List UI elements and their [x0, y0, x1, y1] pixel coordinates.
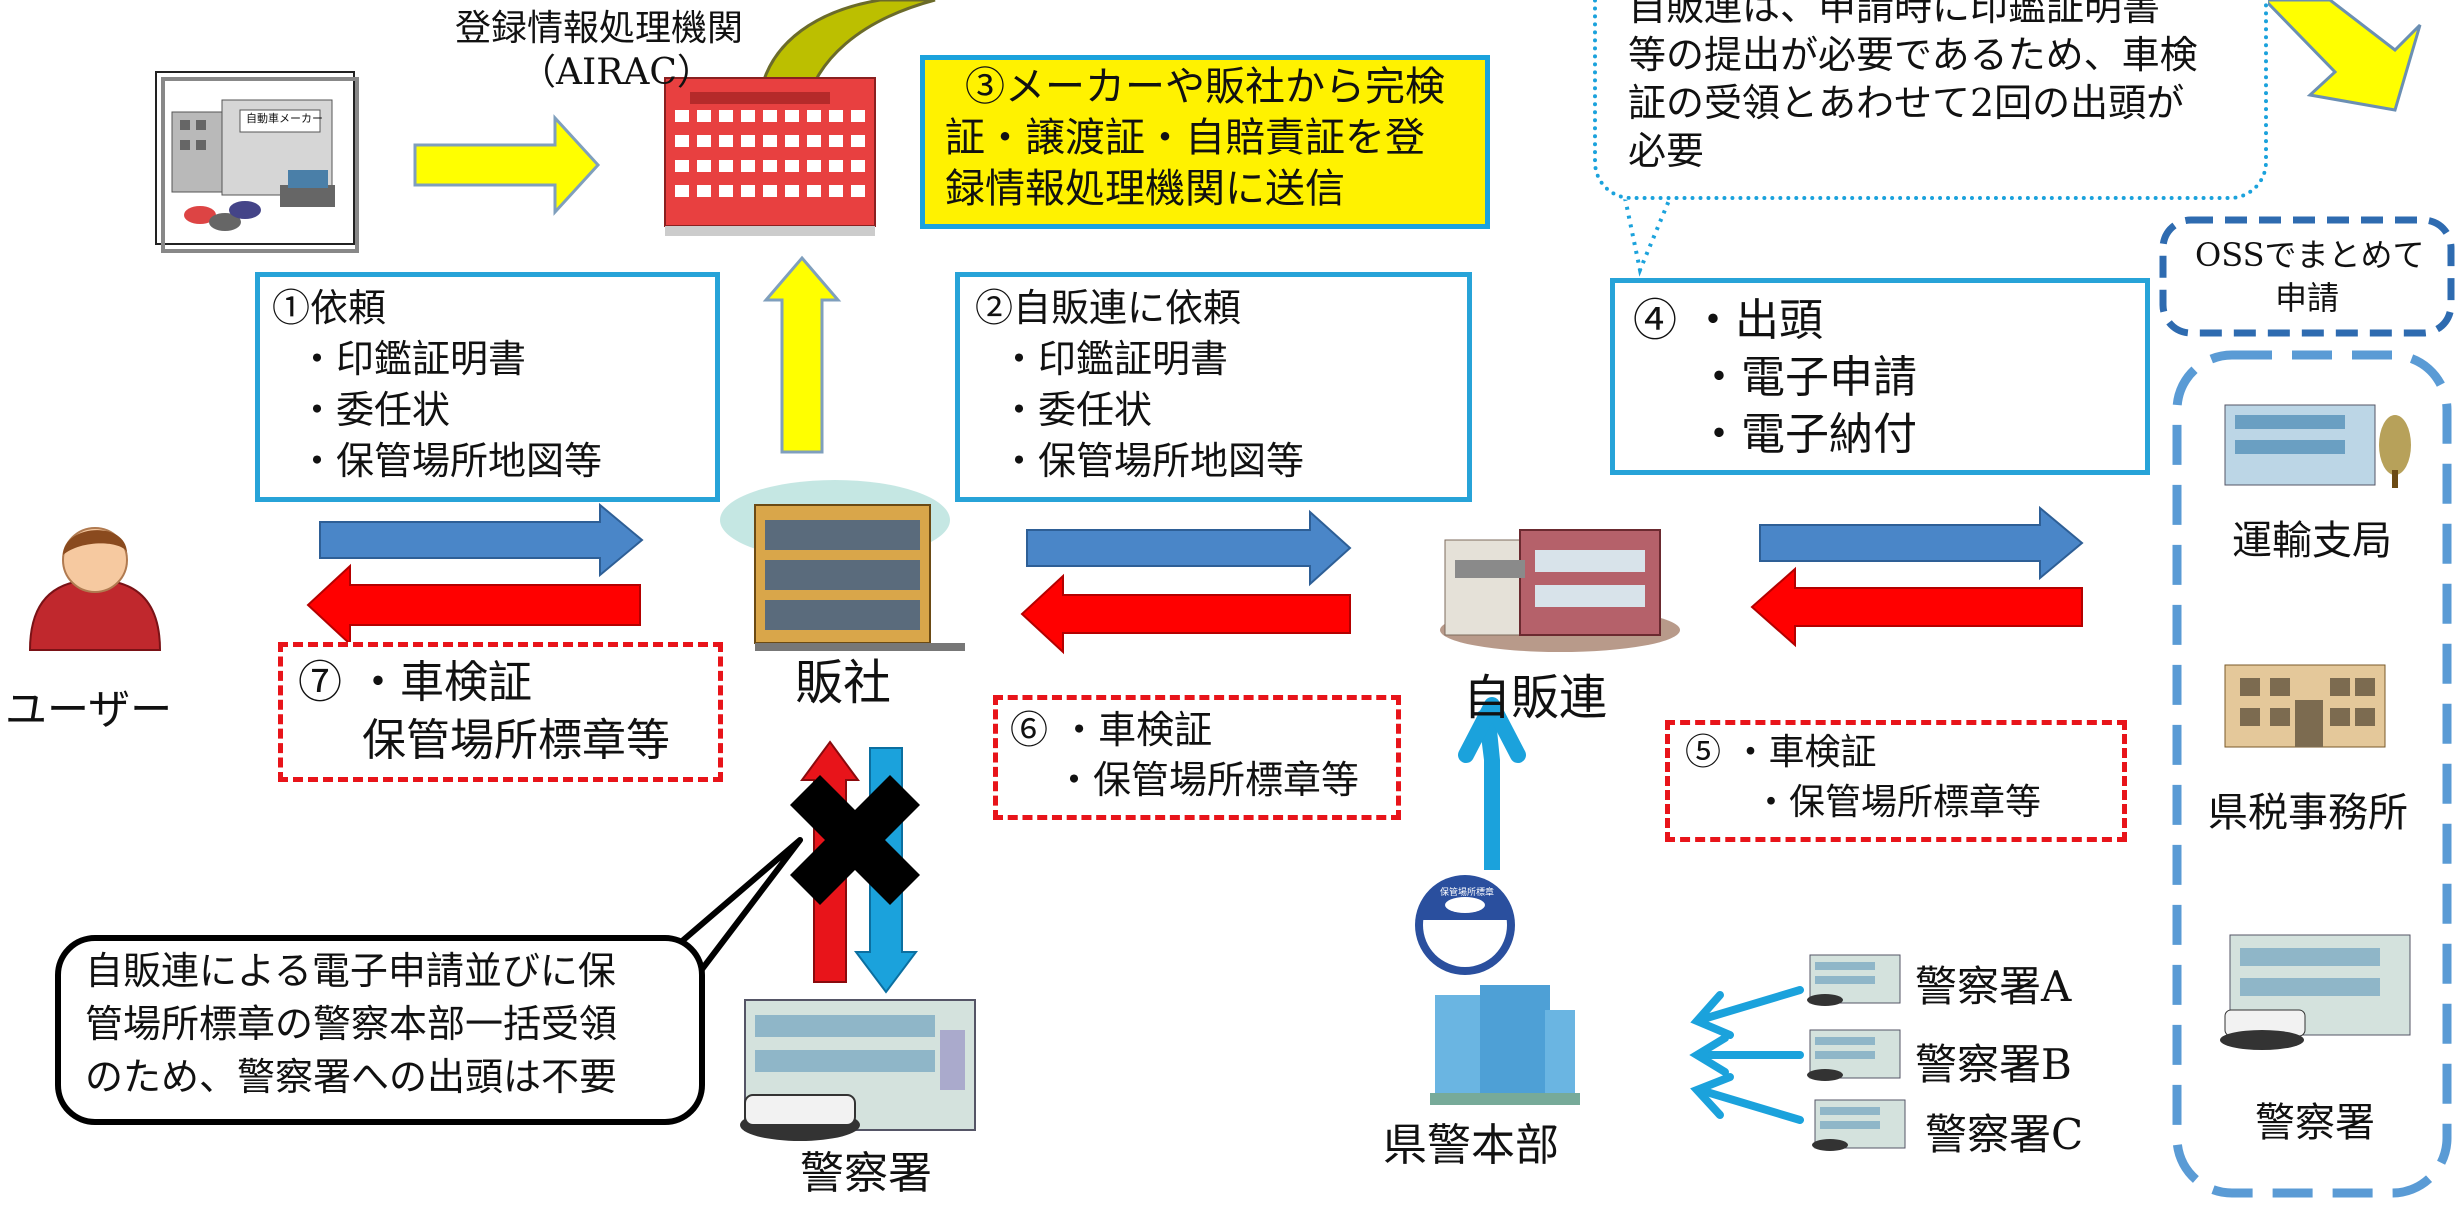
station-c-image	[1812, 1099, 1906, 1151]
step5-line2: ・保管場所標章等	[1753, 782, 2042, 823]
step6-box	[993, 695, 1401, 820]
top-callout-line3: 証の受領とあわせて2回の出頭が	[1628, 81, 2185, 125]
police-station-label: 警察署	[800, 1148, 932, 1199]
step6-line1: ⑥ ・車検証	[1010, 708, 1213, 752]
cyan-arrow-head-to-jada	[1458, 697, 1526, 763]
step3-line1: ③メーカーや販社から完検	[965, 64, 1445, 110]
step1-line3: ・委任状	[298, 388, 451, 432]
station-b-label: 警察署B	[1915, 1040, 2072, 1089]
yellow-arrow-dealer-to-airac	[762, 255, 842, 454]
police-hq-building-image	[1430, 985, 1580, 1105]
cyan-arrows-stations-to-hq	[1689, 986, 1804, 1124]
step4-box	[1610, 278, 2150, 475]
user-label: ユーザー	[5, 685, 173, 734]
jada-building-image	[1440, 529, 1680, 652]
step1-line2: ・印鑑証明書	[298, 337, 527, 381]
bottom-callout-line1: 自販連による電子申請並びに保	[85, 949, 616, 993]
sticker-title: 保管場所標章	[1440, 888, 1495, 898]
red-arrow-jada-to-dealer	[1020, 573, 1351, 655]
station-a-label: 警察署A	[1915, 962, 2072, 1011]
dealer-label: 販社	[795, 655, 892, 711]
dealer-building-image	[720, 480, 965, 651]
airac-label-line1: 登録情報処理機関	[455, 8, 744, 49]
step6-line2: ・保管場所標章等	[1055, 758, 1360, 802]
right-police-station-image	[2220, 934, 2411, 1050]
blue-arrow-jada-to-oss	[1759, 505, 2084, 581]
bottom-callout-line2: 管場所標章の警察本部一括受領	[85, 1002, 618, 1046]
jada-label: 自販連	[1463, 670, 1608, 726]
step5-line1: ⑤ ・車検証	[1685, 732, 1877, 773]
tax-office-image	[2224, 664, 2386, 748]
step1-line1: ①依頼	[272, 286, 387, 330]
step4-line3: ・電子納付	[1697, 409, 1917, 460]
blue-arrow-dealer-to-jada	[1026, 509, 1352, 587]
bottom-callout-line3: のため、警察署への出頭は不要	[85, 1055, 618, 1099]
top-callout-line2: 等の提出が必要であるため、車検	[1628, 33, 2198, 77]
parking-sticker-image	[1415, 875, 1515, 975]
station-c-label: 警察署C	[1925, 1110, 2084, 1159]
step4-line2: ・電子申請	[1697, 352, 1917, 403]
police-hq-label: 県警本部	[1383, 1120, 1559, 1171]
right-police-label: 警察署	[2255, 1100, 2375, 1146]
red-arrow-dealer-to-user	[306, 563, 641, 647]
step3-box	[920, 55, 1490, 229]
step2-line2: ・印鑑証明書	[1000, 337, 1229, 381]
bottom-callout	[55, 935, 705, 1125]
red-arrow-oss-to-jada	[1750, 566, 2083, 648]
step2-line4: ・保管場所地図等	[1000, 439, 1305, 483]
step4-line1: ④ ・出頭	[1633, 295, 1823, 346]
prohibited-x-mark	[790, 775, 920, 905]
top-callout-tail	[1623, 197, 1672, 277]
top-callout-line4: 必要	[1628, 129, 1705, 173]
step1-box	[255, 272, 720, 502]
yellow-corner-arrow	[2262, 0, 2422, 112]
transport-bureau-image	[2224, 404, 2411, 488]
step2-line1: ②自販連に依頼	[975, 286, 1242, 330]
step3-line2: 証・譲渡証・自賠責証を登	[945, 115, 1425, 161]
maker-factory-image	[155, 71, 359, 253]
cyan-arrow-up-hq-to-jada	[1478, 700, 1500, 870]
yellow-arrow-maker-to-airac	[413, 114, 601, 216]
step7-box	[278, 642, 723, 782]
oss-header-frame	[2159, 216, 2455, 337]
top-callout-line1: 自販連は、申請時に印鑑証明書	[1628, 0, 2161, 29]
blue-arrow-user-to-dealer	[319, 502, 644, 578]
step7-line2: 保管場所標章等	[362, 715, 670, 766]
maker-sign-label: 自動車メーカー	[246, 112, 323, 125]
tax-office-label: 県税事務所	[2208, 790, 2408, 836]
step3-line3: 録情報処理機関に送信	[945, 166, 1345, 212]
station-b-image	[1807, 1029, 1901, 1081]
step7-line1: ⑦ ・車検証	[298, 657, 532, 708]
step2-box	[955, 272, 1472, 502]
oss-label-line2: 申請	[2275, 279, 2340, 317]
oss-label-line1: OSSでまとめて	[2195, 236, 2425, 274]
top-callout	[1593, 0, 2268, 200]
airac-building-image	[664, 77, 876, 236]
step1-line4: ・保管場所地図等	[298, 439, 603, 483]
station-a-image	[1807, 954, 1901, 1006]
airac-windows	[675, 110, 865, 197]
user-figure	[28, 527, 162, 651]
transport-bureau-label: 運輸支局	[2232, 518, 2392, 564]
police-station-image	[740, 999, 976, 1141]
step2-line3: ・委任状	[1000, 388, 1153, 432]
airac-label-line2: （AIRAC）	[520, 52, 713, 93]
step5-box	[1665, 720, 2127, 842]
